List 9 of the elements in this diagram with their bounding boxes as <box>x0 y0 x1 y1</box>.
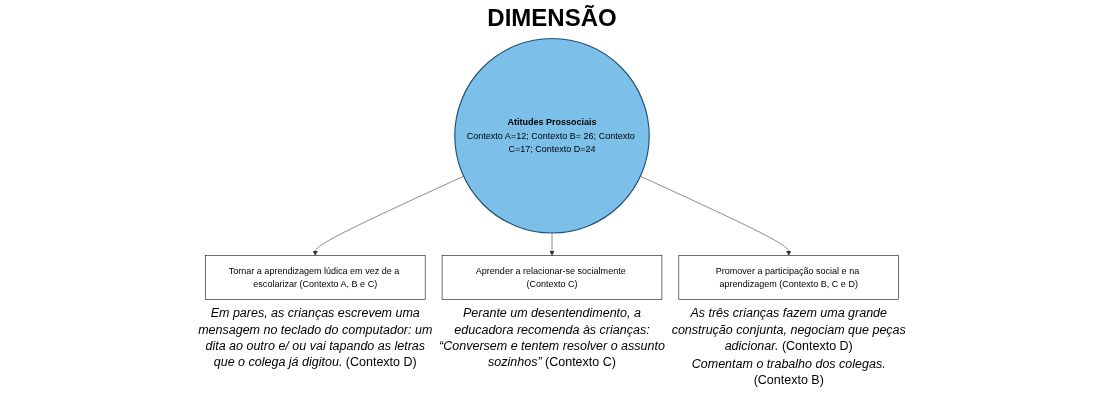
example-note: As três crianças fazem uma grande construção conjunta, negociam que peças adicionar. (Contexto D) <box>670 305 907 355</box>
node-box: Tornar a aprendizagem lúdica em vez de a escolarizar (Contexto A, B e C) <box>205 255 426 300</box>
diagram-title: DIMENSÃO <box>486 4 618 32</box>
node-circle: Atitudes Prossociais Contexto A=12; Contexto B= 26; Contexto C=17; Contexto D=24 <box>454 37 650 234</box>
node-box: Promover a participação social e na aprendizagem (Contexto B, C e D) <box>678 255 899 300</box>
example-note: Comentam o trabalho dos colegas. (Contexto B) <box>690 356 887 389</box>
example-note: Em pares, as crianças escrevem uma mensagem no teclado do computador: um dita ao outro e/ ou vai tapando as letras que o colega já digitou. (Contexto D) <box>197 305 434 371</box>
node-box: Aprender a relacionar-se socialmente (Contexto C) <box>441 255 663 300</box>
example-note: Perante um desentendimento, a educadora recomenda às crianças: “Conversem e tentem resolver o assunto sozinhos” (Contexto C) <box>438 305 666 371</box>
